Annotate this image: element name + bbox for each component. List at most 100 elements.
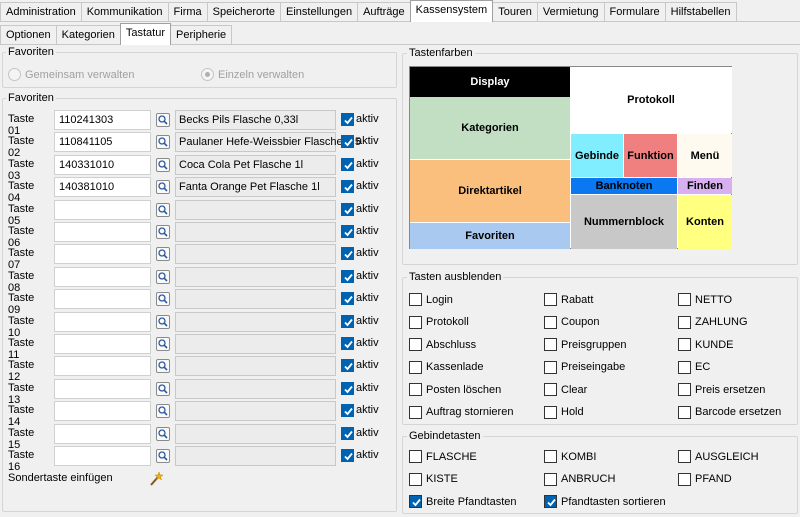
favorite-active-checkbox[interactable]	[341, 292, 354, 306]
color-direktartikel-button[interactable]: Direktartikel	[410, 160, 570, 222]
favorite-active-checkbox[interactable]	[341, 225, 354, 238]
option-checkbox-item[interactable]: KOMBI	[544, 450, 596, 463]
search-icon[interactable]	[156, 202, 170, 217]
option-checkbox-item[interactable]: Login	[409, 293, 453, 306]
subtab-tastatur[interactable]: Tastatur	[119, 23, 172, 45]
option-checkbox[interactable]	[409, 338, 422, 351]
favorite-active-checkbox[interactable]	[341, 202, 354, 216]
favorite-active-checkbox[interactable]	[341, 449, 354, 462]
option-checkbox-item[interactable]: Clear	[544, 383, 587, 396]
color-kategorien-button[interactable]: Kategorien	[410, 97, 570, 159]
option-checkbox[interactable]	[678, 315, 691, 329]
option-checkbox-item[interactable]: Abschluss	[409, 338, 476, 351]
option-checkbox-item[interactable]: NETTO	[678, 293, 732, 306]
option-checkbox-item[interactable]: Preiseingabe	[544, 360, 625, 374]
favorite-code-input[interactable]: 110241303	[54, 110, 151, 130]
color-funktion-button[interactable]: Funktion	[624, 134, 677, 177]
option-checkbox[interactable]	[678, 293, 691, 306]
tab-hilfstabellen[interactable]: Hilfstabellen	[664, 2, 737, 22]
favorite-active-checkbox[interactable]	[341, 404, 354, 418]
option-checkbox-item[interactable]: Pfandtasten sortieren	[544, 495, 666, 508]
option-checkbox-item[interactable]: Preis ersetzen	[678, 383, 765, 396]
subtab-peripherie[interactable]: Peripherie	[170, 25, 233, 45]
option-checkbox[interactable]	[678, 383, 691, 396]
favorite-code-input[interactable]	[54, 401, 151, 422]
option-checkbox-item[interactable]: PFAND	[678, 472, 732, 486]
favorite-active-checkbox[interactable]	[341, 269, 354, 283]
search-icon[interactable]	[156, 292, 170, 307]
color-nummernblock-button[interactable]: Nummernblock	[571, 195, 677, 249]
favorite-active-checkbox[interactable]	[341, 135, 354, 149]
favorite-active-checkbox[interactable]	[341, 113, 354, 126]
option-checkbox[interactable]	[544, 383, 557, 396]
search-icon[interactable]	[156, 225, 170, 239]
option-checkbox[interactable]	[409, 360, 422, 374]
search-icon[interactable]	[156, 180, 170, 195]
favorite-active-checkbox[interactable]	[341, 359, 354, 373]
tab-touren[interactable]: Touren	[492, 2, 538, 22]
option-checkbox[interactable]	[409, 472, 422, 486]
favorite-code-input[interactable]	[54, 289, 151, 310]
option-checkbox-item[interactable]: EC	[678, 360, 710, 374]
favorite-active-checkbox[interactable]	[341, 157, 354, 171]
option-checkbox-item[interactable]: Preisgruppen	[544, 338, 626, 351]
favorite-active-checkbox[interactable]	[341, 381, 354, 395]
tab-auftraege[interactable]: Aufträge	[357, 2, 411, 22]
color-display-button[interactable]: Display	[410, 67, 570, 97]
color-gebinde-button[interactable]: Gebinde	[571, 134, 623, 177]
option-checkbox-item[interactable]: KUNDE	[678, 338, 734, 351]
tab-firma[interactable]: Firma	[167, 2, 208, 22]
favorite-code-input[interactable]: 140381010	[54, 177, 151, 198]
favorite-code-input[interactable]	[54, 266, 151, 287]
option-checkbox-item[interactable]: ANBRUCH	[544, 472, 615, 486]
tab-administration[interactable]: Administration	[0, 2, 82, 22]
favorite-code-input[interactable]	[54, 356, 151, 377]
option-checkbox-item[interactable]: AUSGLEICH	[678, 450, 759, 463]
favorite-code-input[interactable]	[54, 311, 151, 332]
search-icon[interactable]	[156, 247, 170, 262]
search-icon[interactable]	[156, 449, 170, 463]
option-checkbox[interactable]	[544, 472, 557, 486]
tab-speicherorte[interactable]: Speicherorte	[206, 2, 282, 22]
tab-kommunikation[interactable]: Kommunikation	[80, 2, 169, 22]
option-checkbox[interactable]	[678, 405, 691, 419]
favorite-code-input[interactable]: 140331010	[54, 154, 151, 175]
tab-formulare[interactable]: Formulare	[603, 2, 666, 22]
color-protokoll-button[interactable]: Protokoll	[570, 67, 732, 133]
favorite-code-input[interactable]	[54, 423, 151, 444]
option-checkbox[interactable]	[544, 495, 557, 508]
magic-wand-icon[interactable]	[148, 471, 164, 490]
search-icon[interactable]	[156, 113, 170, 127]
subtab-optionen[interactable]: Optionen	[0, 25, 57, 45]
option-checkbox-item[interactable]: Coupon	[544, 315, 600, 329]
option-checkbox[interactable]	[544, 293, 557, 306]
color-menue-button[interactable]: Menü	[678, 134, 732, 177]
option-checkbox[interactable]	[678, 338, 691, 351]
option-checkbox[interactable]	[409, 495, 422, 508]
option-checkbox-item[interactable]: Protokoll	[409, 315, 469, 329]
search-icon[interactable]	[156, 135, 170, 150]
subtab-kategorien[interactable]: Kategorien	[55, 25, 121, 45]
favorite-active-checkbox[interactable]	[341, 426, 354, 440]
option-checkbox-item[interactable]: ZAHLUNG	[678, 315, 748, 329]
color-finden-button[interactable]: Finden	[678, 178, 732, 194]
option-checkbox-item[interactable]: FLASCHE	[409, 450, 477, 463]
search-icon[interactable]	[156, 337, 170, 351]
favorite-active-checkbox[interactable]	[341, 180, 354, 194]
option-checkbox[interactable]	[544, 338, 557, 351]
search-icon[interactable]	[156, 157, 170, 172]
option-checkbox-item[interactable]: Auftrag stornieren	[409, 405, 513, 419]
option-checkbox[interactable]	[544, 360, 557, 374]
option-checkbox[interactable]	[678, 450, 691, 463]
option-checkbox[interactable]	[544, 315, 557, 329]
option-checkbox[interactable]	[544, 450, 557, 463]
favorite-code-input[interactable]	[54, 199, 151, 220]
option-checkbox[interactable]	[409, 293, 422, 306]
search-icon[interactable]	[156, 381, 170, 396]
tab-kassensystem[interactable]: Kassensystem	[409, 0, 494, 22]
color-favoriten-button[interactable]: Favoriten	[410, 223, 570, 249]
option-checkbox-item[interactable]: Barcode ersetzen	[678, 405, 781, 419]
search-icon[interactable]	[156, 404, 170, 419]
option-checkbox[interactable]	[678, 472, 691, 486]
favorite-active-checkbox[interactable]	[341, 247, 354, 261]
